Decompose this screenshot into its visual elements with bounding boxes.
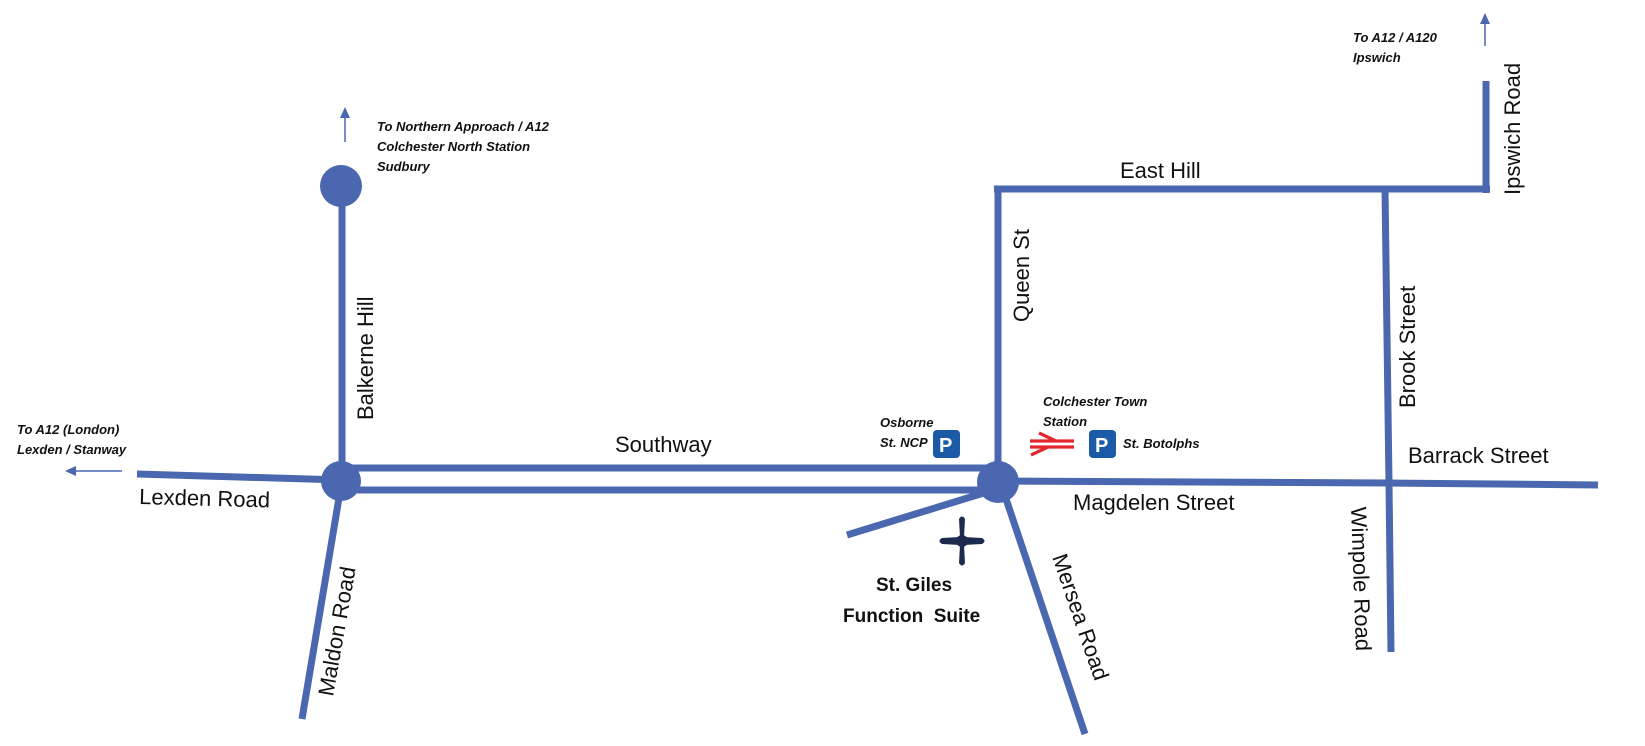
magdelen-street-label: Magdelen Street xyxy=(1073,490,1234,515)
mersea-road-label: Mersea Road xyxy=(1047,550,1114,683)
cross-icon xyxy=(939,516,985,566)
station-label-line2: Station xyxy=(1043,414,1087,429)
national-rail-icon xyxy=(1030,431,1074,457)
arrow-ipswich-icon xyxy=(1480,13,1490,46)
mersea-road-road xyxy=(996,479,1089,736)
st-botolphs-label: St. Botolphs xyxy=(1123,436,1200,451)
balkerne-hill-label: Balkerne Hill xyxy=(353,297,378,421)
destination-london-line2: Lexden / Stanway xyxy=(17,442,127,457)
destination-north-line2: Colchester North Station xyxy=(377,139,530,154)
venue-label-line2: Function Suite xyxy=(843,606,980,627)
arrow-london-icon xyxy=(65,466,122,476)
parking-icon: P xyxy=(1089,430,1116,458)
destination-north-line3: Sudbury xyxy=(377,159,430,174)
ipswich-road-label: Ipswich Road xyxy=(1500,63,1525,195)
junction-lexden-southway xyxy=(321,461,361,501)
magdelen-street-road xyxy=(997,477,1390,487)
destination-north-line1: To Northern Approach / A12 xyxy=(377,119,550,134)
lexden-road-label: Lexden Road xyxy=(139,484,271,512)
junction-balkerne-hill-north xyxy=(320,165,362,207)
east-hill-label: East Hill xyxy=(1120,158,1201,183)
station-label-line1: Colchester Town xyxy=(1043,394,1147,409)
barrack-street-road xyxy=(1388,479,1599,489)
st-giles-access-road xyxy=(845,484,1002,539)
destination-ipswich: To A12 / A120 Ipswich xyxy=(1353,30,1438,65)
wimpole-road-road xyxy=(1385,482,1395,653)
parking-icon: P xyxy=(933,430,960,458)
parking-letter: P xyxy=(1095,435,1108,457)
arrow-north-icon xyxy=(340,107,350,142)
venue-label-line1: St. Giles xyxy=(876,575,952,596)
parking-letter: P xyxy=(939,435,952,457)
maldon-road-label: Maldon Road xyxy=(313,565,360,698)
destination-ipswich-line2: Ipswich xyxy=(1353,50,1401,65)
junction-queen-st-southway xyxy=(977,461,1019,503)
brook-street-road xyxy=(1381,188,1393,484)
destination-north: To Northern Approach / A12 Colchester No… xyxy=(377,119,550,174)
road-network xyxy=(136,81,1599,736)
wimpole-road-label: Wimpole Road xyxy=(1346,506,1376,651)
southway-label: Southway xyxy=(615,432,712,457)
destination-london-line1: To A12 (London) xyxy=(17,422,119,437)
maldon-road-road xyxy=(298,479,346,720)
queen-st-label: Queen St xyxy=(1009,229,1034,322)
osborne-ncp-label-line2: St. NCP xyxy=(880,435,928,450)
brook-street-label: Brook Street xyxy=(1395,286,1420,408)
osborne-ncp-label-line1: Osborne xyxy=(880,415,933,430)
barrack-street-label: Barrack Street xyxy=(1408,443,1549,468)
lexden-road-road xyxy=(136,470,343,484)
destination-ipswich-line1: To A12 / A120 xyxy=(1353,30,1438,45)
destination-london: To A12 (London) Lexden / Stanway xyxy=(17,422,127,457)
